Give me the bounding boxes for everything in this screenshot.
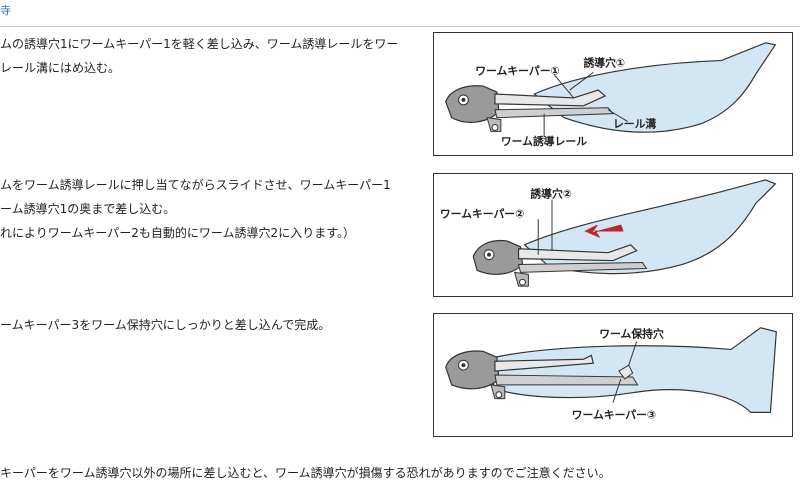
figure-2-illustration: 誘導穴② ワームキーパー②	[440, 179, 777, 287]
worm-body	[523, 179, 777, 275]
label-keeper-1: ワームキーパー①	[475, 64, 559, 77]
figure-step-2: 誘導穴② ワームキーパー②	[433, 173, 793, 297]
divider	[0, 26, 800, 27]
step-1-text: ムの誘導穴1にワームキーパー1を軽く差し込み、ワーム誘導レールをワー レール溝に…	[0, 32, 398, 80]
worm-rail	[494, 374, 639, 386]
step-1-line-2: レール溝にはめ込む。	[0, 61, 121, 75]
label-hole-2: 誘導穴②	[530, 187, 572, 201]
figure-1-illustration: ワームキーパー① 誘導穴① レール溝 ワーム誘導レール	[445, 42, 777, 148]
slide-arrow	[584, 224, 624, 239]
keeper-2	[517, 244, 638, 262]
label-rail: ワーム誘導レール	[501, 134, 587, 148]
step-1-line-1: ムの誘導穴1にワームキーパー1を軽く差し込み、ワーム誘導レールをワー	[0, 37, 399, 51]
keeper-3	[494, 354, 595, 372]
figure-3-illustration: ワーム保持穴 ワームキーパー③	[445, 327, 777, 421]
step-3-line-1: ームキーパー3をワーム保持穴にしっかりと差し込んで完成。	[0, 318, 331, 332]
label-hold-hole: ワーム保持穴	[599, 327, 664, 341]
step-2-line-1: ムをワーム誘導レールに押し当てながらスライドさせ、ワームキーパー1	[0, 178, 391, 192]
jig-head	[472, 239, 524, 275]
section-marker: 寺	[0, 4, 11, 17]
jig-head	[445, 350, 500, 390]
figure-step-1: ワームキーパー① 誘導穴① レール溝 ワーム誘導レール	[433, 32, 793, 156]
step-3-text: ームキーパー3をワーム保持穴にしっかりと差し込んで完成。	[0, 313, 330, 337]
label-groove: レール溝	[613, 116, 656, 130]
step-2-line-3: れによりワームキーパー2も自動的にワーム誘導穴2に入ります。）	[0, 226, 355, 240]
caution-note: キーパーをワーム誘導穴以外の場所に差し込むと、ワーム誘導穴が損傷する恐れがありま…	[0, 466, 611, 480]
jig-head	[445, 85, 500, 123]
worm-rail	[494, 107, 615, 119]
label-hole-1: 誘導穴①	[583, 55, 625, 69]
label-keeper-2: ワームキーパー②	[440, 207, 524, 220]
label-keeper-3: ワームキーパー③	[572, 408, 656, 421]
figure-step-3: ワーム保持穴 ワームキーパー③	[433, 313, 793, 437]
step-2-text: ムをワーム誘導レールに押し当てながらスライドさせ、ワームキーパー1 ーム誘導穴1…	[0, 173, 391, 245]
holding-hole	[618, 364, 634, 380]
worm-rail	[517, 262, 648, 273]
step-2-line-2: ーム誘導穴1の奥まで差し込む。	[0, 202, 176, 216]
